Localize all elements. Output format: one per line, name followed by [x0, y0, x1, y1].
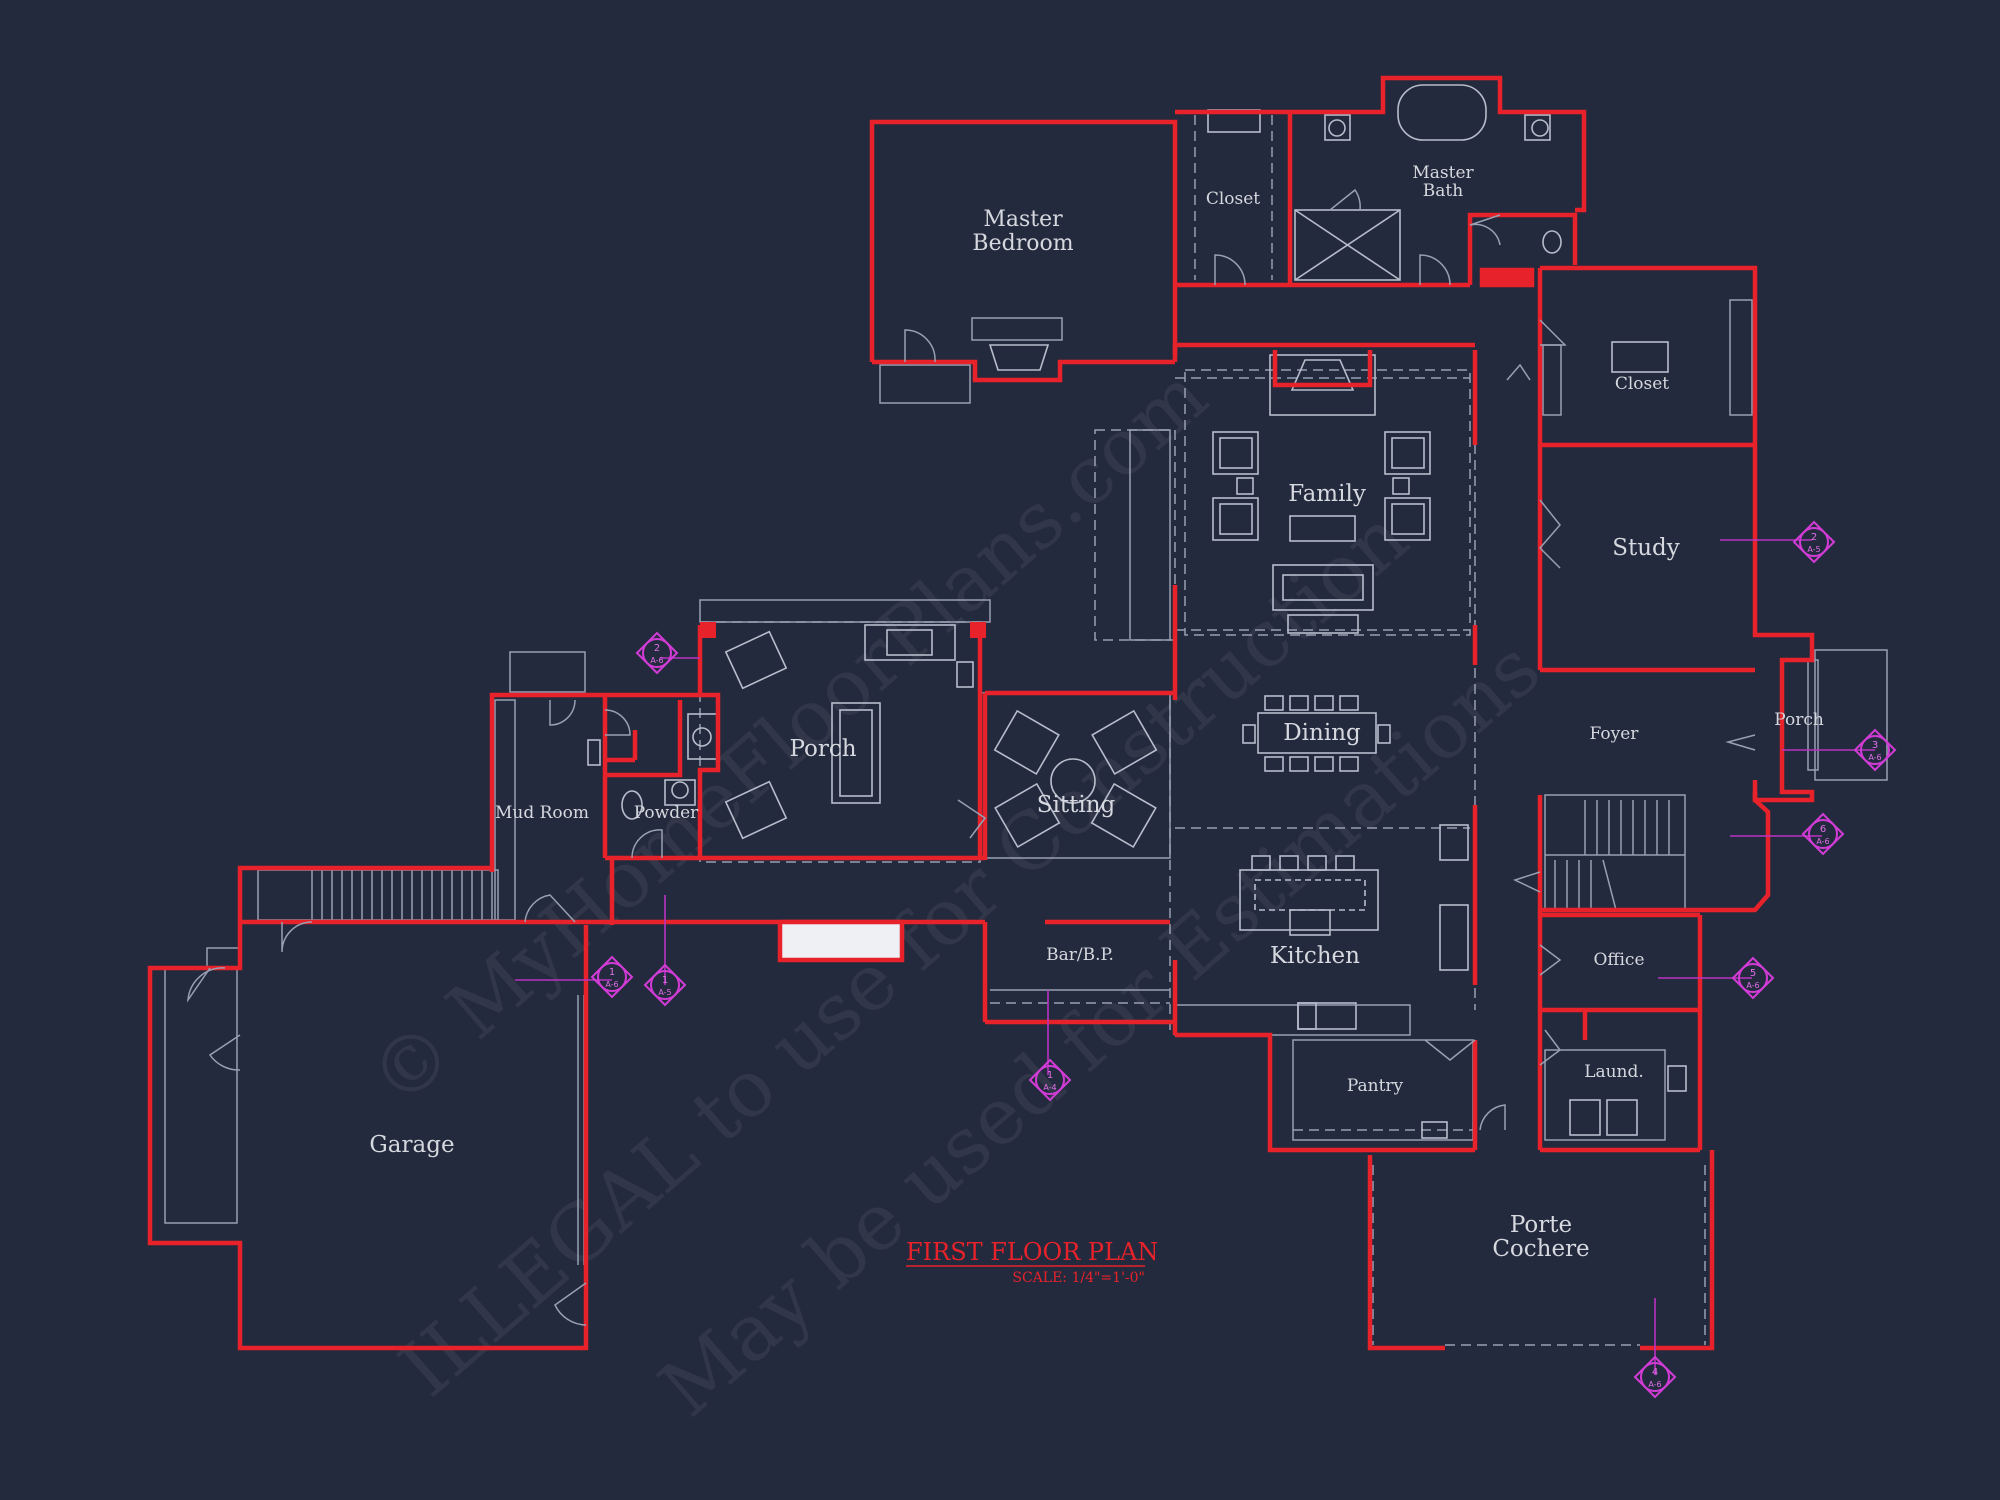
marker-8-num: 5	[1750, 968, 1756, 979]
room-bar: Bar/B.P.	[1046, 945, 1114, 965]
marker-1-num: 2	[654, 643, 660, 654]
room-family: Family	[1288, 481, 1366, 507]
marker-7-sheet: A-6	[1816, 837, 1829, 846]
marker-2-num: 1	[609, 967, 615, 978]
room-closet-master: Closet	[1206, 189, 1260, 209]
marker-7-num: 6	[1820, 824, 1826, 835]
room-porte-cochere-line1: Porte	[1510, 1212, 1572, 1238]
room-study: Study	[1612, 535, 1680, 561]
plan-title-block: FIRST FLOOR PLAN SCALE: 1/4"=1'-0"	[906, 1238, 1158, 1286]
marker-8-sheet: A-6	[1746, 981, 1759, 990]
garage-stairs	[257, 699, 516, 921]
marker-4-num: 1	[1047, 1070, 1053, 1081]
room-laundry: Laund.	[1584, 1062, 1644, 1082]
walls	[147, 75, 1815, 1351]
room-master-bedroom-line1: Master	[983, 207, 1063, 232]
room-master-bath-line1: Master	[1412, 163, 1474, 183]
marker-3-sheet: A-5	[658, 988, 671, 997]
room-dining: Dining	[1283, 720, 1361, 746]
marker-5-sheet: A-5	[1807, 545, 1820, 554]
room-porte-cochere-line2: Cochere	[1492, 1236, 1589, 1262]
doors	[187, 188, 1756, 1326]
section-marker-2: 1 A-6	[590, 955, 634, 999]
marker-4-sheet: A-4	[1043, 1083, 1056, 1092]
section-marker-7: 6 A-6	[1801, 812, 1845, 856]
section-marker-9: 4 A-6	[1633, 1355, 1677, 1399]
room-mud-room: Mud Room	[495, 803, 589, 823]
section-marker-6: 3 A-6	[1853, 728, 1897, 772]
furniture	[724, 431, 1431, 1030]
marker-9-num: 4	[1652, 1367, 1658, 1378]
room-master-bath-line2: Bath	[1423, 181, 1463, 201]
marker-9-sheet: A-6	[1648, 1380, 1661, 1389]
section-marker-8: 5 A-6	[1731, 956, 1775, 1000]
room-porch-front: Porch	[1774, 710, 1824, 730]
section-marker-5: 2 A-5	[1792, 520, 1836, 564]
room-closet-side: Closet	[1615, 374, 1669, 394]
plan-title: FIRST FLOOR PLAN	[906, 1238, 1158, 1266]
section-marker-4: 1 A-4	[1028, 1058, 1072, 1102]
marker-6-sheet: A-6	[1868, 753, 1881, 762]
section-marker-3: 1 A-5	[643, 963, 687, 1007]
room-labels: Master Bedroom Closet Master Bath Closet…	[369, 163, 1823, 1262]
room-office: Office	[1593, 950, 1644, 970]
marker-6-num: 3	[1872, 740, 1878, 751]
marker-1-sheet: A-6	[650, 656, 663, 665]
section-marker-1: 2 A-6	[635, 631, 679, 675]
main-stairs	[1544, 794, 1686, 911]
room-garage: Garage	[369, 1132, 454, 1158]
watermark: © MyHomeFloorPlans.com ILLEGAL to use fo…	[353, 351, 1557, 1435]
room-kitchen: Kitchen	[1270, 943, 1360, 969]
room-foyer: Foyer	[1590, 724, 1640, 744]
room-pantry: Pantry	[1347, 1076, 1404, 1096]
plan-scale: SCALE: 1/4"=1'-0"	[1012, 1270, 1145, 1286]
room-powder: Powder	[634, 803, 699, 823]
room-sitting: Sitting	[1037, 792, 1116, 818]
marker-5-num: 2	[1811, 532, 1817, 543]
marker-2-sheet: A-6	[605, 980, 618, 989]
room-porch: Porch	[789, 736, 856, 762]
room-master-bedroom-line2: Bedroom	[972, 231, 1073, 256]
marker-3-num: 1	[662, 975, 668, 986]
section-markers: 2 A-6 1 A-6 1 A-5 1 A-4 2 A-5 3 A-6	[515, 520, 1897, 1399]
